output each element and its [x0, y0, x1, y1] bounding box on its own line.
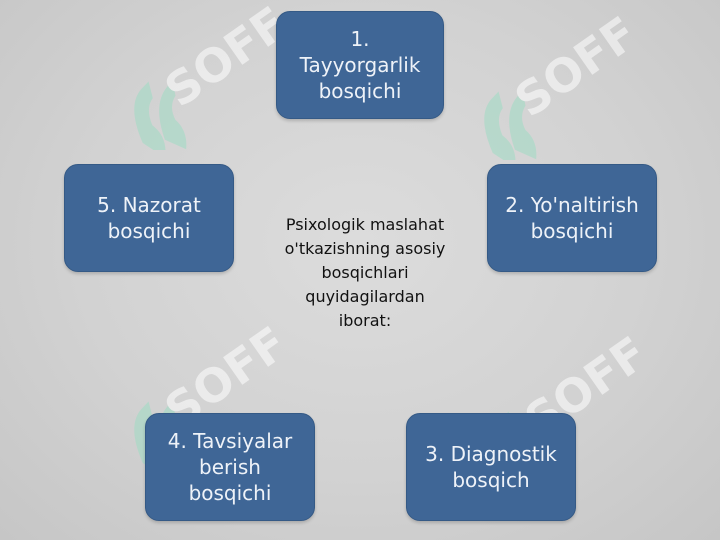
step-box-1: 1. Tayyorgarlik bosqichi	[276, 11, 444, 119]
step-box-4: 4. Tavsiyalar berish bosqichi	[145, 413, 315, 521]
step-label-2: 2. Yo'naltirish bosqichi	[505, 193, 639, 243]
step-label-4: 4. Tavsiyalar berish bosqichi	[167, 429, 293, 505]
step-label-1: 1. Tayyorgarlik bosqichi	[299, 27, 421, 103]
step-box-3: 3. Diagnostik bosqich	[406, 413, 576, 521]
step-box-2: 2. Yo'naltirish bosqichi	[487, 164, 657, 272]
svg-text:SOFF: SOFF	[505, 10, 647, 128]
watermark-logo: SOFF	[484, 10, 647, 160]
step-box-5: 5. Nazorat bosqichi	[64, 164, 234, 272]
step-label-5: 5. Nazorat bosqichi	[97, 193, 201, 243]
step-label-3: 3. Diagnostik bosqich	[425, 442, 557, 492]
center-caption: Psixologik maslahat o'tkazishning asosiy…	[284, 215, 446, 330]
